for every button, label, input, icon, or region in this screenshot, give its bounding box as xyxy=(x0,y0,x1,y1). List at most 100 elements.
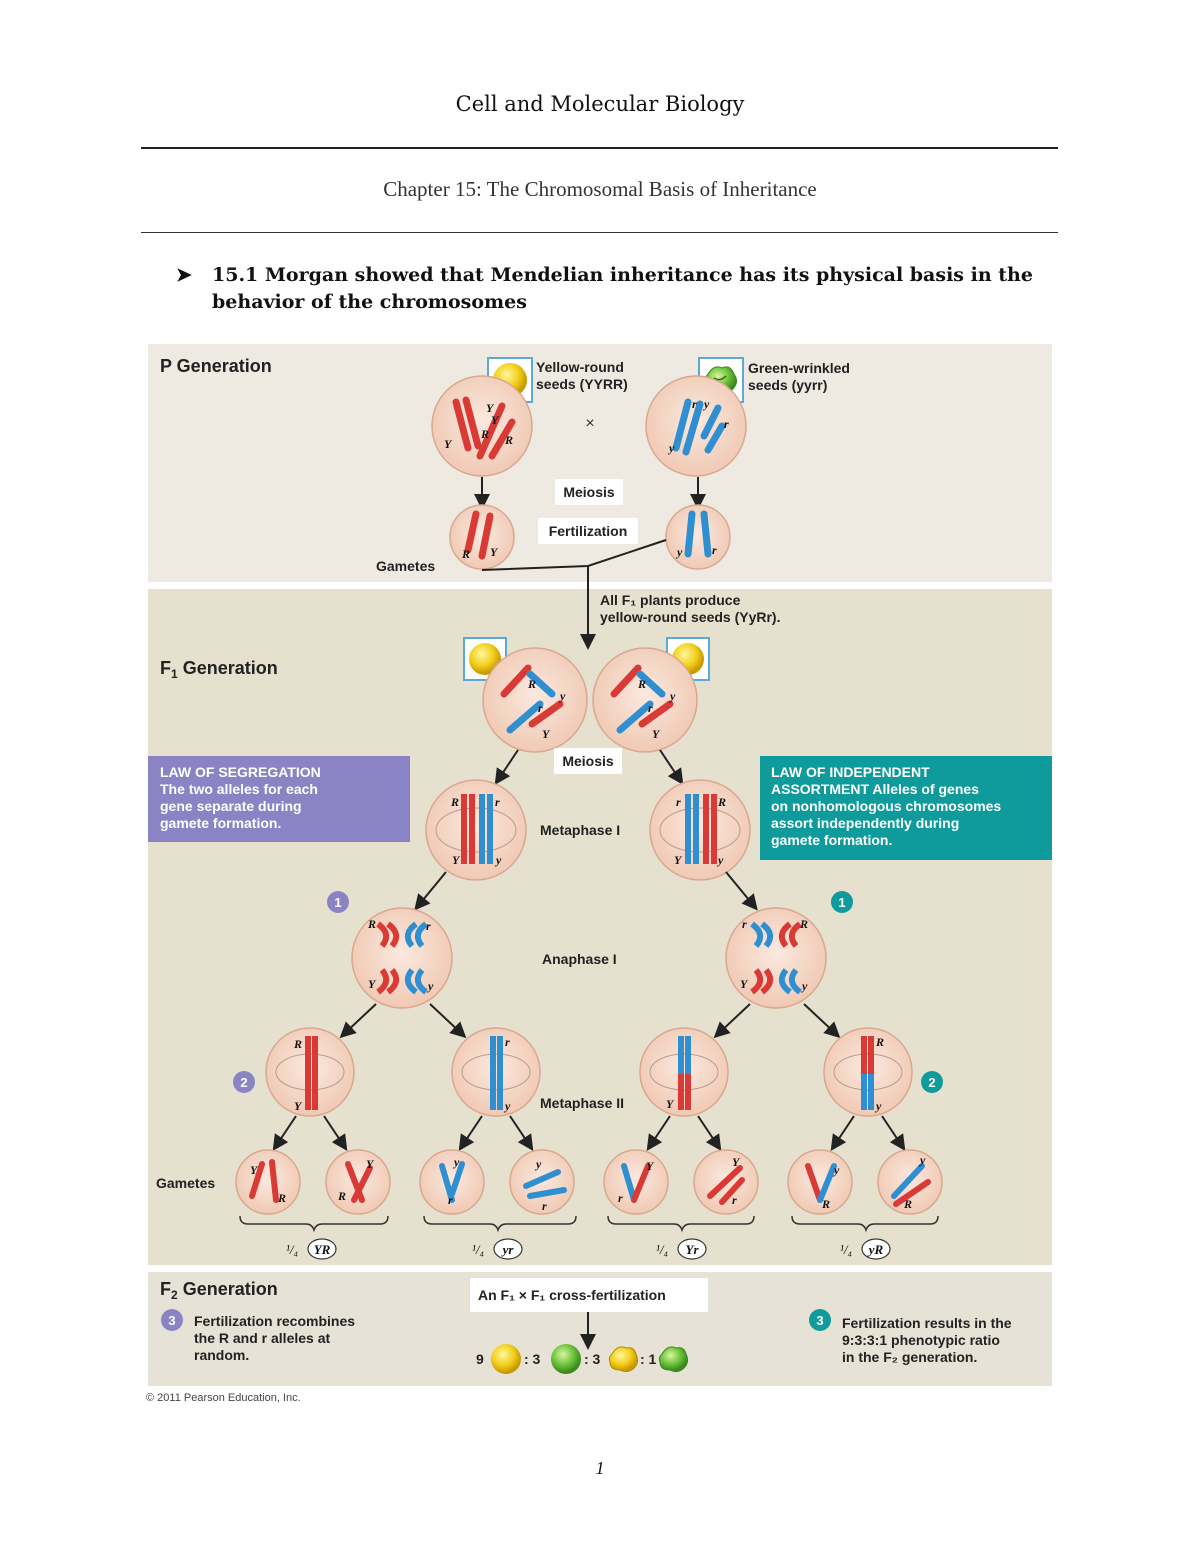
gamete-cell-8: y R xyxy=(877,1149,943,1215)
yellow-seed-genotype: seeds (YYRR) xyxy=(536,376,628,392)
section-heading: ➤ 15.1 Morgan showed that Mendelian inhe… xyxy=(176,262,1036,316)
brace-2 xyxy=(423,1215,577,1233)
meiosis-label-box xyxy=(555,479,623,505)
svg-text:R: R xyxy=(717,795,726,809)
fraction-y-dominant-r-recessive: ¹/₄ Yr xyxy=(656,1238,707,1260)
svg-text:r: r xyxy=(542,1199,547,1213)
anaphase-1-cell-left: R r Y y xyxy=(351,907,453,1009)
p-gametes-label: Gametes xyxy=(376,558,435,574)
step-1-badge-left: 1 xyxy=(327,891,349,913)
svg-text:Y: Y xyxy=(666,1097,675,1111)
svg-text:on nonhomologous chromosomes: on nonhomologous chromosomes xyxy=(771,798,1001,814)
f2-right-line-3: in the F₂ generation. xyxy=(842,1349,977,1365)
svg-text:y: y xyxy=(503,1099,511,1113)
yellow-seed-label: Yellow-round xyxy=(536,359,624,375)
svg-text:r: r xyxy=(538,701,543,715)
svg-text:: 3: : 3 xyxy=(524,1351,541,1367)
parent-cell-yyrr-recessive: r y r y xyxy=(645,375,747,477)
f1-note-line-2: yellow-round seeds (YyRr). xyxy=(600,609,780,625)
metaphase-1-cell-right: r R Y y xyxy=(649,779,751,881)
parent-cell-yyrr-dominant: Y Y Y R R xyxy=(431,375,533,477)
meiosis-label: Meiosis xyxy=(563,484,615,500)
law-of-segregation-box: LAW OF SEGREGATION The two alleles for e… xyxy=(148,756,410,842)
svg-text:2: 2 xyxy=(928,1075,935,1090)
svg-text:R: R xyxy=(875,1035,884,1049)
step-2-badge-right: 2 xyxy=(921,1071,943,1093)
svg-text:Y: Y xyxy=(444,437,453,451)
title-rule xyxy=(141,147,1058,149)
green-seed-label: Green-wrinkled xyxy=(748,360,850,376)
metaphase-1-label: Metaphase I xyxy=(540,822,620,838)
svg-text:y: y xyxy=(918,1153,926,1167)
f2-generation-title: F2 Generation xyxy=(160,1279,278,1302)
svg-text:9: 9 xyxy=(476,1351,484,1367)
gamete-cell-ry: R Y xyxy=(449,504,515,570)
svg-text:Y: Y xyxy=(674,853,683,867)
svg-text:3: 3 xyxy=(816,1313,823,1328)
green-seed-genotype: seeds (yyrr) xyxy=(748,377,827,393)
svg-text:y: y xyxy=(494,853,502,867)
svg-text:Y: Y xyxy=(646,1159,655,1173)
svg-text:¹/₄: ¹/₄ xyxy=(472,1242,485,1257)
svg-text:R: R xyxy=(637,677,646,691)
svg-text:: 1: : 1 xyxy=(640,1351,657,1367)
svg-text:Y: Y xyxy=(542,727,551,741)
step-2-badge-left: 2 xyxy=(233,1071,255,1093)
svg-text:gamete formation.: gamete formation. xyxy=(771,832,892,848)
f1-meiosis-label: Meiosis xyxy=(562,753,614,769)
svg-text:Y: Y xyxy=(652,727,661,741)
f2-left-line-1: Fertilization recombines xyxy=(194,1313,355,1329)
svg-text:Yr: Yr xyxy=(686,1242,700,1257)
svg-text:r: r xyxy=(495,795,500,809)
green-wrinkled-seed-icon xyxy=(658,1346,689,1373)
copyright-notice: © 2011 Pearson Education, Inc. xyxy=(146,1392,301,1404)
section-heading-text: 15.1 Morgan showed that Mendelian inheri… xyxy=(212,264,1033,313)
svg-text:2: 2 xyxy=(240,1075,247,1090)
gamete-cell-4: y r xyxy=(509,1149,575,1215)
svg-text:R: R xyxy=(367,917,376,931)
svg-text:y: y xyxy=(534,1157,542,1171)
gamete-cell-5: Y r xyxy=(603,1149,669,1215)
svg-text:¹/₄: ¹/₄ xyxy=(286,1242,299,1257)
svg-text:r: r xyxy=(692,397,697,411)
chapter-rule xyxy=(141,232,1058,233)
svg-text:LAW OF SEGREGATION: LAW OF SEGREGATION xyxy=(160,764,321,780)
svg-text:y: y xyxy=(716,853,724,867)
svg-text:R: R xyxy=(450,795,459,809)
svg-text:Y: Y xyxy=(366,1157,375,1171)
svg-text:r: r xyxy=(618,1191,623,1205)
gamete-cell-2: Y R xyxy=(325,1149,391,1215)
anaphase-1-label: Anaphase I xyxy=(542,951,617,967)
brace-4 xyxy=(791,1215,939,1233)
svg-text:R: R xyxy=(821,1197,830,1211)
svg-text:YR: YR xyxy=(314,1242,331,1257)
svg-text:r: r xyxy=(448,1193,453,1207)
svg-text:R: R xyxy=(504,433,513,447)
svg-text:Y: Y xyxy=(486,401,495,415)
svg-text:R: R xyxy=(337,1189,346,1203)
svg-text:y: y xyxy=(667,441,675,455)
svg-text:r: r xyxy=(712,543,717,557)
fraction-y-recessive-r-dominant: ¹/₄ yR xyxy=(840,1238,891,1260)
svg-text:yR: yR xyxy=(867,1242,884,1257)
metaphase-1-cell-left: R r Y y xyxy=(425,779,527,881)
svg-text:Y: Y xyxy=(368,977,377,991)
fraction-yr-recessive: ¹/₄ yr xyxy=(472,1238,523,1260)
svg-text:r: r xyxy=(732,1193,737,1207)
svg-text:y: y xyxy=(426,979,434,993)
f1-cell-right: R r y Y xyxy=(592,647,698,753)
svg-text:R: R xyxy=(461,547,470,561)
f2-left-line-2: the R and r alleles at xyxy=(194,1330,330,1346)
svg-text:y: y xyxy=(832,1163,840,1177)
svg-text:r: r xyxy=(426,919,431,933)
svg-text:r: r xyxy=(676,795,681,809)
cross-fertilization-label-box xyxy=(470,1278,708,1312)
phenotype-ratio: 9 : 3 : 3 : 1 xyxy=(476,1344,689,1374)
step-1-badge-right: 1 xyxy=(831,891,853,913)
svg-text:R: R xyxy=(527,677,536,691)
metaphase-2-cell-1: R Y xyxy=(265,1027,355,1117)
svg-text:r: r xyxy=(724,417,729,431)
brace-1 xyxy=(239,1215,389,1233)
svg-text:¹/₄: ¹/₄ xyxy=(840,1242,853,1257)
f1-yellow-seed-icon-left xyxy=(463,637,507,681)
